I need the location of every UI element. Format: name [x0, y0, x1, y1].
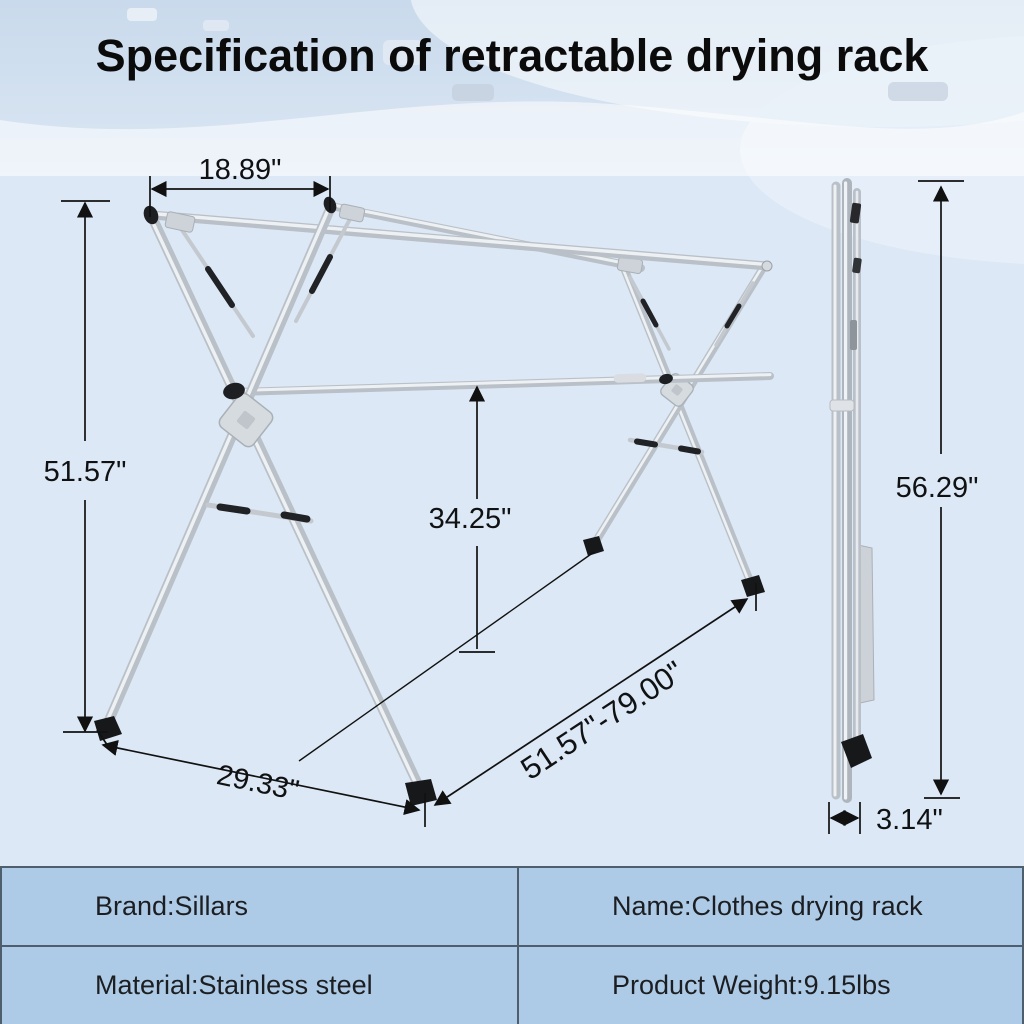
rack-folded-illustration: [829, 178, 875, 803]
rack-open-illustration: [94, 196, 774, 806]
spec-cell-brand: Brand:Sillars: [2, 868, 519, 947]
spec-cell-weight: Product Weight:9.15lbs: [612, 970, 891, 1000]
dimension-label-folded-height: 56.29": [896, 472, 979, 504]
dimension-label-foot-spread: 29.33": [214, 759, 302, 807]
dimension-label-middle-rail-height: 34.25": [429, 503, 512, 535]
spec-table: Brand:Sillars Name:Clothes drying rack M…: [0, 866, 1024, 1024]
dimension-label-extendable-length: 51.57"-79.00": [514, 654, 690, 787]
dimension-label-open-height: 51.57": [44, 456, 127, 488]
spec-cell-name: Name:Clothes drying rack: [519, 868, 1022, 947]
dimension-annotations: [61, 176, 964, 834]
header-decoration: [0, 0, 1024, 264]
dimension-label-top-spacing: 18.89": [199, 154, 282, 186]
spec-cell-material: Material:Stainless steel: [2, 947, 519, 1024]
dimension-label-folded-depth: 3.14": [876, 804, 943, 836]
page-title: Specification of retractable drying rack: [95, 30, 929, 81]
